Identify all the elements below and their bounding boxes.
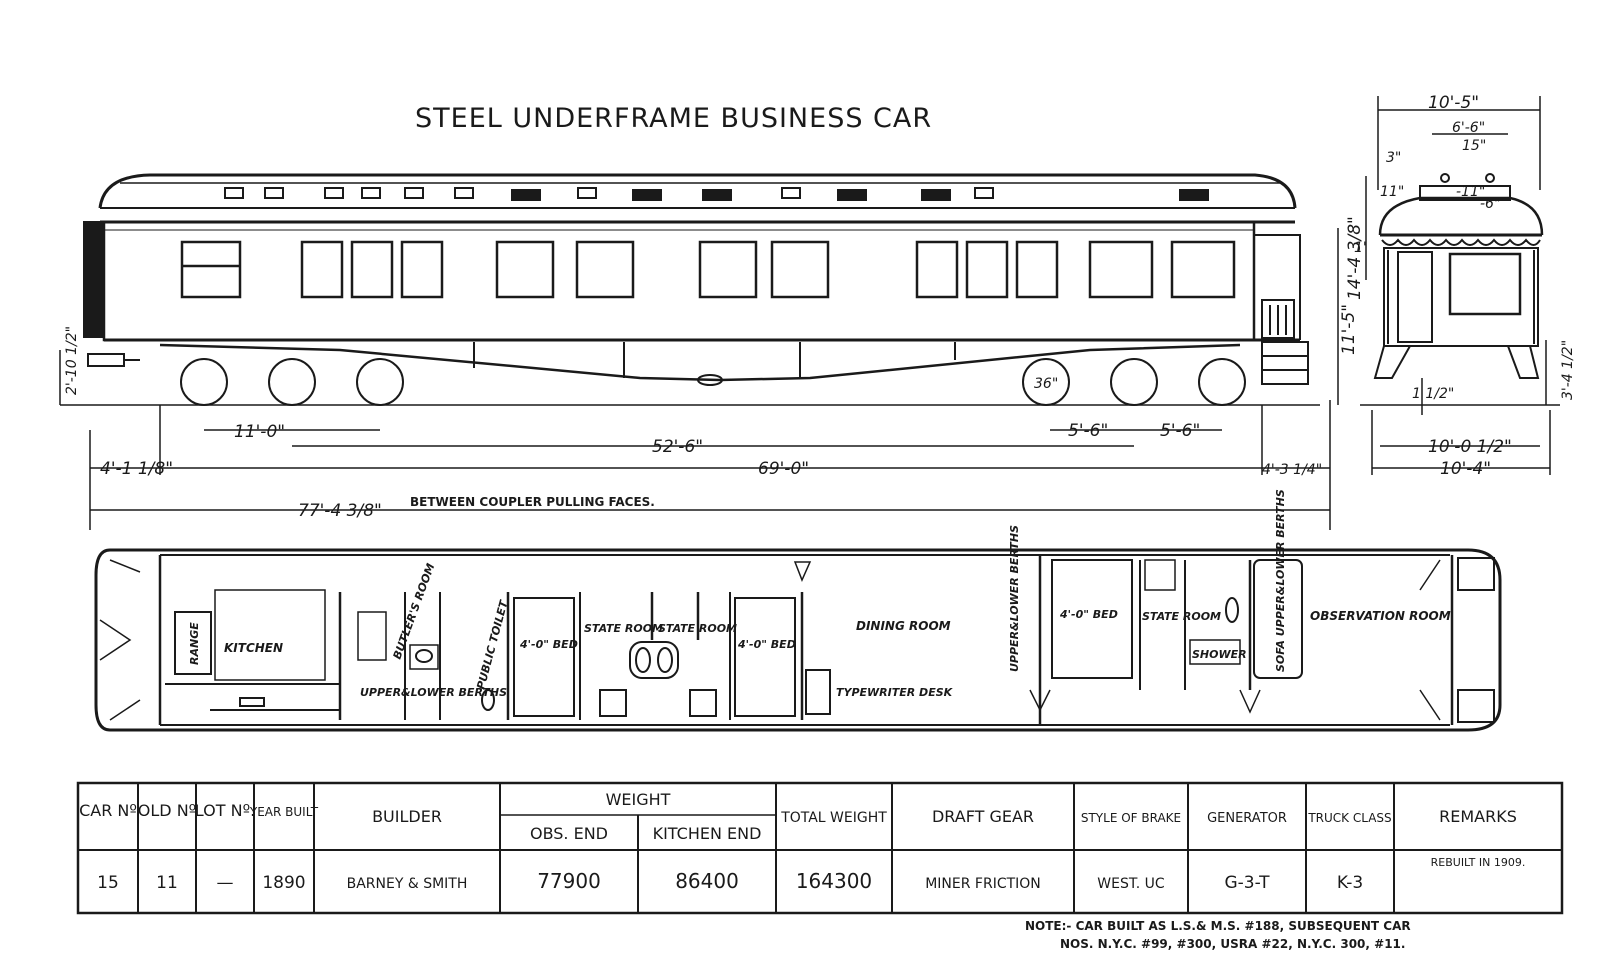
- truck-width-label: 10'-0 1/2": [1428, 437, 1512, 457]
- body-height-label: 11'-5": [1339, 304, 1359, 355]
- sofa-berths-label: SOFA UPPER&LOWER BERTHS: [1274, 489, 1287, 672]
- header-draft-gear: DRAFT GEAR: [932, 807, 1034, 826]
- cell-car-no: 15: [97, 873, 119, 893]
- truck-wheelbase-label: 11'-0": [234, 422, 285, 442]
- state-room-3-label: STATE ROOM: [1142, 610, 1221, 623]
- floor-plan: [94, 548, 1502, 732]
- truck-centers-label: 52'-6": [652, 437, 703, 457]
- step-small-label: 1 1/2": [1412, 386, 1454, 402]
- end-side-a-label: 1': [1354, 240, 1367, 256]
- bed-3-label: 4'-0" BED: [1059, 608, 1118, 621]
- upper-lower-berths-1-label: UPPER&LOWER BERTHS: [360, 686, 507, 699]
- end-top-b-label: -11": [1456, 184, 1485, 200]
- side-windows: [180, 240, 1236, 299]
- bed-1-label: 4'-0" BED: [519, 638, 578, 651]
- cell-remarks: REBUILT IN 1909.: [1431, 856, 1526, 869]
- coupler-note-label: BETWEEN COUPLER PULLING FACES.: [410, 495, 655, 509]
- clerestory-width-label: 6'-6": [1452, 120, 1485, 136]
- cell-generator: G-3-T: [1224, 873, 1270, 893]
- header-remarks: REMARKS: [1439, 807, 1517, 826]
- header-truck-class: TRUCK CLASS: [1307, 811, 1391, 825]
- cell-obs-end: 77900: [537, 869, 601, 893]
- header-kitchen-end: KITCHEN END: [653, 824, 762, 843]
- header-generator: GENERATOR: [1207, 811, 1287, 826]
- header-lot-no: LOT Nº.: [195, 801, 255, 820]
- header-car-no: CAR Nº: [79, 801, 137, 820]
- header-obs-end: OBS. END: [530, 824, 608, 843]
- wheel-dia-label: 36": [1034, 376, 1058, 392]
- header-old-no: OLD Nº: [138, 801, 196, 820]
- typewriter-desk-label: TYPEWRITER DESK: [836, 686, 954, 699]
- header-weight: WEIGHT: [606, 790, 671, 809]
- overall-body-label: 69'-0": [758, 459, 809, 479]
- dining-room-label: DINING ROOM: [856, 619, 951, 633]
- butlers-room-label: BUTLER'S ROOM: [391, 562, 438, 661]
- end-overall-width-label: 10'-5": [1428, 93, 1479, 113]
- wheels: [180, 358, 1246, 406]
- header-year-built: YEAR BUILT: [249, 805, 319, 819]
- note-line-2: NOS. N.Y.C. #99, #300, USRA #22, N.Y.C. …: [1060, 937, 1405, 951]
- end-top-e-label: 11": [1380, 184, 1404, 200]
- cell-lot-no: —: [217, 873, 234, 893]
- header-builder: BUILDER: [372, 807, 442, 826]
- drawing-title: STEEL UNDERFRAME BUSINESS CAR: [415, 103, 932, 134]
- cell-style-of-brake: WEST. UC: [1097, 876, 1165, 892]
- cell-draft-gear: MINER FRICTION: [925, 876, 1041, 892]
- side-elevation: [60, 173, 1320, 406]
- cell-truck-class: K-3: [1337, 873, 1363, 893]
- coupler-height-label: 2'-10 1/2": [64, 326, 80, 395]
- clerestory-vents: [224, 187, 1209, 201]
- cell-kitchen-end: 86400: [675, 869, 739, 893]
- end-left-label: 4'-1 1/8": [100, 459, 173, 479]
- note-line-1: NOTE:- CAR BUILT AS L.S.& M.S. #188, SUB…: [1025, 919, 1411, 933]
- end-elevation: [1360, 173, 1560, 406]
- header-total-weight: TOTAL WEIGHT: [780, 810, 887, 826]
- public-toilet-label: PUBLIC TOILET: [474, 598, 511, 691]
- side-dimension-lines: [59, 176, 1367, 530]
- step-height-label: 3'-4 1/2": [1560, 340, 1576, 400]
- shower-label: SHOWER: [1192, 648, 1247, 661]
- cell-old-no: 11: [156, 873, 178, 893]
- range-label: RANGE: [188, 622, 201, 665]
- state-room-2-label: STATE ROOM: [658, 622, 737, 635]
- coupler-length-label: 77'-4 3/8": [298, 501, 382, 521]
- observation-room-label: OBSERVATION ROOM: [1310, 609, 1451, 623]
- end-top-d-label: 3": [1386, 150, 1401, 166]
- upper-lower-berths-2-label: UPPER&LOWER BERTHS: [1008, 525, 1021, 672]
- cell-builder: BARNEY & SMITH: [347, 876, 468, 892]
- end-top-c-label: -6": [1480, 196, 1500, 212]
- cell-total-weight: 164300: [796, 869, 872, 893]
- header-style-of-brake: STYLE OF BRAKE: [1081, 811, 1181, 825]
- car-data-table: [76, 781, 1564, 915]
- end-right-label: 4'-3 1/4": [1262, 462, 1322, 478]
- cell-year-built: 1890: [262, 873, 305, 893]
- base-width-label: 10'-4": [1440, 459, 1491, 479]
- end-top-a-label: 15": [1462, 138, 1486, 154]
- axle-spacing-a-label: 5'-6": [1068, 421, 1108, 441]
- kitchen-label: KITCHEN: [224, 641, 283, 655]
- bed-2-label: 4'-0" BED: [737, 638, 796, 651]
- axle-spacing-b-label: 5'-6": [1160, 421, 1200, 441]
- roof-height-label: 14'-4 3/8": [1345, 216, 1365, 300]
- end-dimension-lines: [1371, 96, 1551, 475]
- state-room-1-label: STATE ROOM: [584, 622, 663, 635]
